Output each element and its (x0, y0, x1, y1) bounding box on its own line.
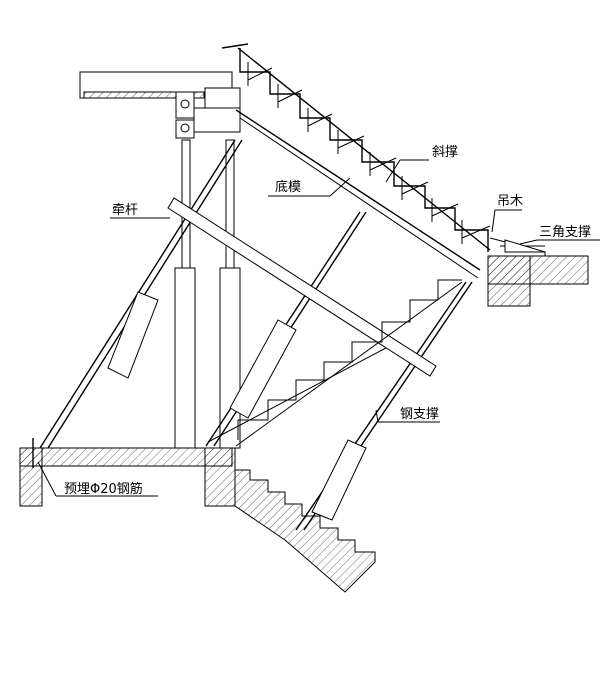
label-diaomu: 吊木 (497, 194, 523, 209)
label-dimo: 底模 (275, 179, 301, 195)
upper-stair-flight (221, 43, 491, 279)
label-qiangan: 牵杆 (112, 203, 138, 218)
label-xiecheng: 斜撑 (432, 145, 458, 160)
label-sanjiao: 三角支撑 (539, 225, 591, 240)
label-yumai: 预埋Φ20钢筋 (64, 481, 143, 497)
upper-landing (79, 71, 241, 139)
label-gangzhicheng: 钢支撑 (400, 407, 439, 422)
right-landing (487, 237, 589, 307)
leaders (37, 159, 600, 497)
middle-stair-outline (237, 279, 462, 440)
vertical-props (174, 139, 241, 449)
inclined-props (39, 139, 473, 531)
lower-stair-flight (234, 448, 376, 593)
lower-slab-left (19, 438, 236, 507)
